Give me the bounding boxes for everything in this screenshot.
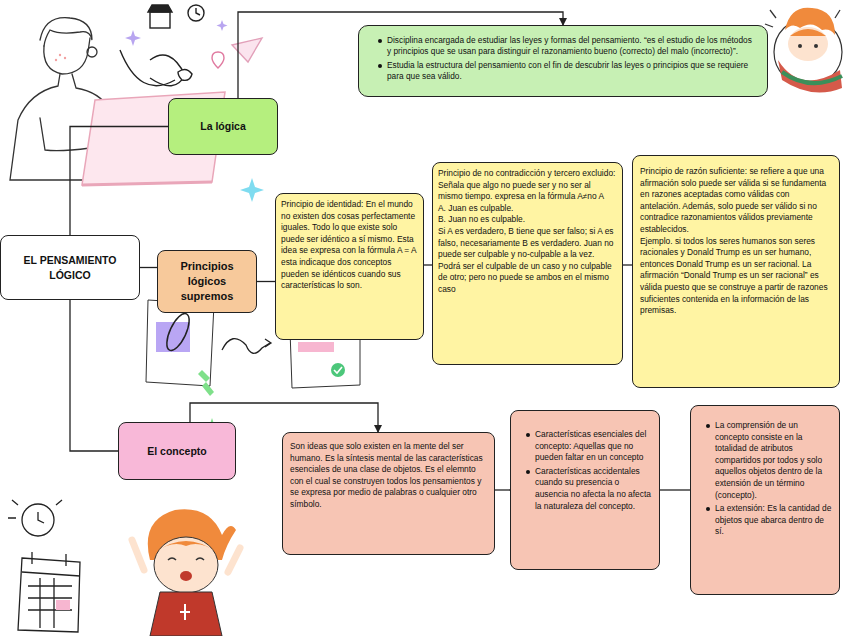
topic-box: La lógica [168, 98, 278, 155]
node-text: Características accidentales cuando su p… [523, 466, 652, 512]
node-text: La comprensión de un concepto consiste e… [703, 420, 832, 501]
topic-box: El concepto [118, 422, 236, 480]
principle-box: Principio de razón suficiente: se refier… [632, 155, 840, 388]
node-title: EL PENSAMIENTO LÓGICO [9, 253, 131, 281]
root-box: EL PENSAMIENTO LÓGICO [0, 235, 140, 300]
connector [70, 300, 118, 451]
node-text: Si A es verdadero, B tiene que ser falso… [438, 226, 617, 261]
principle-box: Principio de no contradicción y tercero … [432, 162, 623, 365]
node-text: Estudia la estructura del pensamiento co… [375, 60, 755, 83]
concept-box: Son ideas que solo existen en la mente d… [282, 432, 495, 555]
connector [660, 489, 690, 490]
node-text: Podrá ser el culpable de un caso y no cu… [438, 261, 617, 296]
node-title: La lógica [200, 119, 246, 133]
concept-box: La comprensión de un concepto consiste e… [690, 405, 840, 595]
node-text: Principio de no contradicción y tercero … [438, 168, 617, 203]
node-text: Disciplina encargada de estudiar las ley… [375, 35, 755, 58]
principle-box: Principio de identidad: En el mundo no e… [275, 193, 424, 340]
topic-box: Principios lógicos supremos [157, 250, 257, 313]
definition-box: Disciplina encargada de estudiar las ley… [358, 25, 768, 97]
node-text: Ejemplo. si todos los seres humanos son … [640, 236, 832, 317]
concept-box: Características esenciales del concepto:… [510, 410, 660, 570]
connector [257, 281, 275, 282]
connector [495, 489, 510, 490]
connector [70, 127, 168, 236]
connector [140, 267, 157, 268]
node-text: Son ideas que solo existen en la mente d… [290, 441, 487, 511]
node-text: Principio de identidad: En el mundo no e… [281, 199, 418, 292]
node-title: Principios lógicos supremos [166, 259, 248, 304]
connector [623, 264, 632, 265]
node-text: La extensión: Es la cantidad de objetos … [703, 503, 832, 538]
node-text: Principio de razón suficiente: se refier… [640, 166, 832, 236]
node-text: B. Juan no es culpable. [438, 214, 617, 226]
node-text: Características esenciales del concepto:… [523, 429, 652, 464]
node-text: A. Juan es culpable. [438, 203, 617, 215]
node-title: El concepto [147, 444, 207, 458]
connector [424, 264, 432, 265]
